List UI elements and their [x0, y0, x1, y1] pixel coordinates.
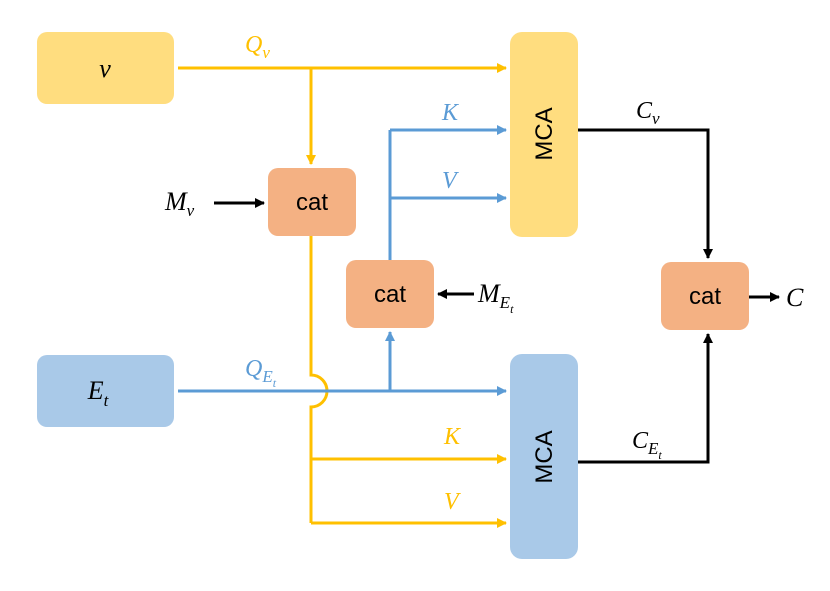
cat-yellow-label: cat [296, 189, 328, 216]
input-e-box [37, 355, 174, 427]
m-e-label: MEt [477, 279, 514, 316]
q-e-label: QEt [245, 356, 277, 390]
v-top-label: V [442, 168, 459, 194]
mca-bottom-block [510, 354, 578, 559]
cat-yellow-block [268, 168, 356, 236]
c-e-arrow [578, 333, 713, 464]
c-v-label: Cv [636, 98, 660, 128]
k-bottom-label: K [443, 424, 462, 450]
cat-yellow-output-line [309, 236, 329, 523]
cat-blue-label: cat [374, 281, 406, 308]
input-v-box [37, 32, 174, 104]
mca-top-label: MCA [531, 107, 558, 160]
cat-out-label: cat [689, 283, 721, 310]
c-e-label: CEt [632, 428, 662, 462]
c-out-label: C [786, 283, 804, 312]
v-bottom-label: V [444, 489, 461, 515]
k-top-label: K [441, 100, 460, 126]
q-v-label: Qv [245, 32, 270, 62]
mca-top-block [510, 32, 578, 237]
cat-blue-block [346, 260, 434, 328]
cat-out-block [661, 262, 749, 330]
input-e-label: Et [87, 376, 110, 410]
c-v-arrow [578, 128, 713, 259]
m-v-label: Mv [164, 187, 195, 220]
mca-bottom-label: MCA [531, 430, 558, 483]
input-v-label: v [99, 54, 111, 83]
